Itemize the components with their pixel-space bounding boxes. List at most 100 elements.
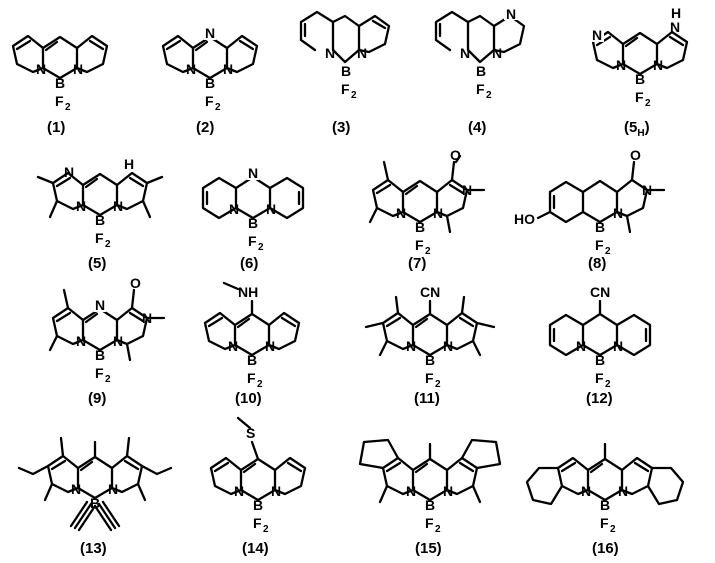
atom-f: F	[95, 365, 104, 381]
atom-b: B	[205, 75, 215, 91]
atom-o: O	[130, 275, 141, 291]
compound-13-structure: N N B	[17, 436, 173, 532]
atom-n: N	[492, 45, 502, 61]
atom-b: B	[595, 219, 605, 235]
atom-n: N	[95, 297, 105, 313]
atom-f: F	[247, 370, 256, 386]
atom-n: N	[613, 205, 623, 221]
atom-f-subscript: 2	[258, 242, 264, 253]
atom-f: F	[635, 89, 644, 105]
compound-10-label: (10)	[235, 390, 262, 407]
atom-n: N	[234, 483, 244, 499]
atom-n: N	[592, 27, 602, 43]
atom-n: N	[271, 483, 281, 499]
atom-n: N	[76, 333, 86, 349]
atom-n: N	[265, 338, 275, 354]
atom-n: N	[228, 338, 238, 354]
atom-f-subscript: 2	[605, 379, 611, 390]
atom-n: N	[460, 45, 470, 61]
compound-7-structure: O N N N B F 2	[368, 147, 486, 257]
atom-n: N	[581, 483, 591, 499]
compound-6-structure: N N N B F 2	[201, 165, 305, 253]
compound-5-label: (5)	[88, 255, 106, 272]
atom-f-subscript: 2	[486, 90, 492, 101]
compound-13-label: (13)	[80, 540, 107, 557]
atom-h: H	[671, 5, 681, 21]
atom-n: N	[406, 483, 416, 499]
atom-b: B	[248, 215, 258, 231]
atom-n: N	[406, 338, 416, 354]
compound-9-label: (9)	[88, 390, 106, 407]
atom-f-subscript: 2	[215, 102, 221, 113]
atom-n: N	[616, 57, 626, 73]
atom-f: F	[595, 237, 604, 253]
compound-14-label: (14)	[242, 540, 269, 557]
atom-nh: H	[124, 156, 134, 172]
compound-5h-label: (5H)	[624, 119, 650, 139]
atom-f-subscript: 2	[425, 246, 431, 257]
atom-f-subscript: 2	[351, 90, 357, 101]
atom-b: B	[247, 352, 257, 368]
atom-n: N	[443, 338, 453, 354]
atom-f: F	[595, 370, 604, 386]
compound-16-label: (16)	[592, 540, 619, 557]
atom-o: O	[630, 147, 641, 163]
compound-11-label: (11)	[414, 390, 440, 407]
atom-nh: NH	[238, 284, 258, 300]
atom-n: N	[462, 182, 472, 198]
atom-f: F	[253, 515, 262, 531]
compound-12-label: (12)	[586, 390, 613, 407]
compound-10-structure: NH N N B F 2	[203, 281, 301, 390]
atom-f-subscript: 2	[263, 524, 269, 535]
atom-f-subscript: 2	[435, 524, 441, 535]
compound-15-structure: N N B F 2	[358, 438, 502, 535]
atom-b: B	[55, 75, 65, 91]
atom-n: N	[113, 198, 123, 214]
atom-n: N	[229, 201, 239, 217]
atom-f: F	[248, 233, 257, 249]
atom-n: N	[433, 205, 443, 221]
atom-n: N	[396, 205, 406, 221]
atom-b: B	[95, 212, 105, 228]
atom-n: N	[205, 25, 215, 41]
atom-n: N	[266, 201, 276, 217]
compound-1-label: (1)	[47, 119, 65, 136]
atom-f-subscript: 2	[605, 246, 611, 257]
atom-f-subscript: 2	[435, 379, 441, 390]
atom-f-subscript: 2	[610, 524, 616, 535]
atom-b: B	[425, 497, 435, 513]
atom-n: N	[325, 45, 335, 61]
atom-n: N	[113, 333, 123, 349]
atom-f: F	[425, 515, 434, 531]
compound-9-structure: N O N N N B F 2	[48, 275, 166, 385]
atom-n: N	[186, 61, 196, 77]
atom-n: N	[443, 483, 453, 499]
atom-b: B	[95, 347, 105, 363]
atom-b: B	[476, 63, 486, 79]
atom-b: B	[90, 495, 100, 511]
compound-5h-structure: N N H N N B F 2	[590, 5, 689, 109]
compound-3-label: (3)	[332, 119, 350, 136]
atom-f-subscript: 2	[105, 239, 111, 250]
compound-4-label: (4)	[468, 119, 486, 136]
atom-cn: CN	[420, 284, 440, 300]
compound-8-label: (8)	[588, 255, 606, 272]
atom-o: O	[450, 147, 461, 163]
atom-b: B	[595, 352, 605, 368]
atom-ho: HO	[514, 211, 535, 227]
atom-f: F	[55, 93, 64, 109]
compound-16-structure: N N B F 2	[525, 442, 685, 535]
atom-s: S	[246, 425, 255, 441]
atom-n: N	[108, 481, 118, 497]
compound-3-structure: N N B F 2	[299, 10, 391, 101]
atom-f-subscript: 2	[105, 374, 111, 385]
atom-f-subscript: 2	[65, 102, 71, 113]
atom-f: F	[476, 81, 485, 97]
atom-n: N	[142, 310, 152, 326]
atom-n: N	[223, 61, 233, 77]
atom-n: N	[76, 198, 86, 214]
atom-b: B	[425, 352, 435, 368]
atom-n: N	[64, 164, 74, 180]
